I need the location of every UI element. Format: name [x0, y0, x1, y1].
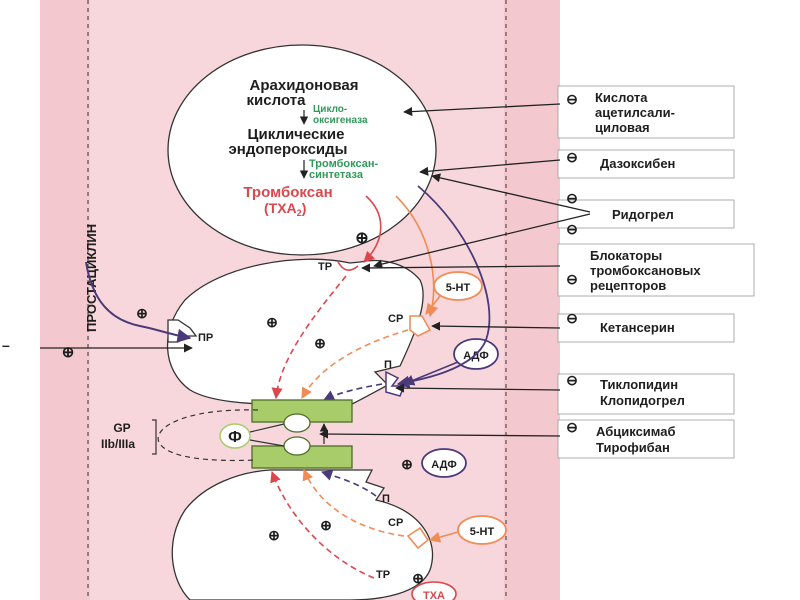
agonist-5ht-lower	[457, 515, 507, 545]
arrow-aspirin-to-cox	[403, 103, 561, 117]
plus-sign-5: ⊕	[401, 456, 413, 472]
cyclooxygenase-label: Цикло-	[313, 104, 347, 115]
svg-text:⊖: ⊖	[566, 190, 578, 206]
drug-box-ketanserin: ⊖ Кетансерин	[557, 310, 735, 343]
arrow-ticlopidine-to-p	[395, 383, 561, 393]
svg-text:⊖: ⊖	[566, 310, 578, 326]
arachidonic-acid-label-2: кислота	[247, 92, 307, 109]
svg-text:⊖: ⊖	[566, 91, 578, 107]
svg-text:циловая: циловая	[595, 120, 650, 135]
thromboxane-synthase-label: Тромбоксан-	[309, 158, 378, 170]
svg-text:ацетилсали-: ацетилсали-	[595, 105, 675, 120]
arrow-ridogrel-to-tp	[373, 213, 591, 269]
lower-p-dashed	[320, 469, 377, 497]
svg-text:⊖: ⊖	[566, 221, 578, 237]
synthase-to-p-arrow	[396, 185, 491, 389]
agonist-adp-lower	[421, 448, 467, 478]
fibrinogen-link-2	[249, 439, 285, 447]
thromboxane-synthase-label-2: синтетаза	[309, 169, 364, 181]
arrow-ridogrel-to-synthase	[431, 173, 591, 213]
lower-sr-dashed	[302, 468, 405, 537]
fibrinogen-bubble	[219, 423, 251, 449]
p-receptor-label: П	[384, 359, 392, 371]
svg-text:рецепторов: рецепторов	[590, 278, 666, 293]
gp-label: GP	[113, 421, 130, 435]
drug-box-ticlopidine: ⊖ Тиклопидин Клопидогрел	[557, 372, 735, 415]
svg-text:⊖: ⊖	[566, 419, 578, 435]
fibrinogen-ball-1	[283, 413, 311, 433]
gp-bracket-dashed	[157, 409, 259, 462]
p-receptor-lower-label: П	[382, 493, 390, 505]
arrow-dazoxiben-to-synthase	[419, 159, 561, 176]
drug-box-abciximab: ⊖ Абциксимаб Тирофибан	[557, 419, 735, 459]
svg-text:Кислота: Кислота	[595, 90, 648, 105]
agonist-5ht-label: 5-НТ	[446, 282, 471, 294]
tp-receptor-lower-label: ТР	[376, 569, 390, 581]
synthase-to-sr-arrow	[395, 195, 439, 318]
drug-box-aspirin: ⊖ Кислота ацетилсали- циловая	[557, 85, 735, 139]
sr-receptor-lower-label: СР	[388, 517, 403, 529]
sr-receptor-label: СР	[388, 313, 403, 325]
fibrinogen-ball-2	[283, 436, 311, 456]
plus-sign-8: ⊕	[412, 570, 424, 586]
svg-text:Кетансерин: Кетансерин	[600, 320, 675, 335]
svg-text:Ридогрел: Ридогрел	[612, 207, 674, 222]
tp-receptor-label: ТР	[318, 261, 332, 273]
svg-text:Блокаторы: Блокаторы	[590, 248, 662, 263]
plus-sign-7: ⊕	[320, 517, 332, 533]
plus-sign-6: ⊕	[268, 527, 280, 543]
endoperoxides-label-2: эндопероксиды	[229, 141, 348, 158]
svg-text:⊖: ⊖	[566, 149, 578, 165]
plus-sign-3: ⊕	[136, 305, 148, 321]
svg-text:Абциксимаб: Абциксимаб	[596, 424, 676, 439]
sr-receptor	[409, 315, 432, 337]
plus-sign-upper: ⊕	[355, 230, 368, 247]
agonist-txa2-lower	[411, 581, 457, 600]
txa2-to-tp-arrow	[363, 195, 382, 263]
endoperoxides-label: Циклические	[248, 126, 345, 143]
svg-text:Дазоксибен: Дазоксибен	[600, 156, 675, 171]
synthesis-circle	[167, 44, 437, 256]
agonist-5ht-lower-label: 5-НТ	[470, 526, 495, 538]
tp-receptor	[337, 261, 359, 271]
left-minus: –	[2, 337, 10, 353]
svg-text:Тиклопидин: Тиклопидин	[600, 377, 678, 392]
arrow-tpblock-to-tp	[361, 263, 561, 273]
svg-text:⊖: ⊖	[566, 372, 578, 388]
gp-label-2: IIb/IIIa	[101, 437, 135, 451]
drug-box-tp-blockers: ⊖ Блокаторы тромбоксановых рецепторов ⊖	[557, 221, 755, 297]
svg-text:Клопидогрел: Клопидогрел	[600, 393, 685, 408]
drug-box-ridogrel: ⊖ Ридогрел	[557, 190, 735, 229]
lower-tp-dashed	[270, 470, 375, 579]
gp-brace	[152, 419, 157, 455]
svg-text:⊖: ⊖	[566, 271, 578, 287]
arrow-5ht-lower	[428, 531, 459, 543]
arrow-ketanserin-to-sr	[431, 321, 561, 331]
svg-text:тромбоксановых: тромбоксановых	[590, 263, 701, 278]
prostacyclin-label: ПРОСТАЦИКЛИН	[84, 224, 99, 332]
cyclooxygenase-label-2: оксигеназа	[313, 115, 368, 126]
fibrinogen-link-1	[249, 423, 285, 433]
arrow-abciximab-to-gp	[319, 429, 561, 439]
plus-sign-4: ⊕	[62, 344, 75, 361]
prostacyclin-arrow	[85, 261, 192, 343]
txa2-label: (ТХА2)	[264, 200, 306, 218]
arachidonic-acid-label: Арахидоновая	[250, 77, 359, 94]
plus-sign-2: ⊕	[314, 335, 326, 351]
plus-sign-1: ⊕	[266, 314, 278, 330]
p-to-gp-dashed	[322, 383, 383, 401]
svg-text:Тирофибан: Тирофибан	[596, 440, 670, 455]
agonist-adp-lower-label: АДФ	[431, 459, 456, 471]
sr-receptor-lower	[406, 526, 430, 550]
pr-receptor-label: ПР	[198, 332, 213, 344]
agonist-txa2-lower-label: ТХА	[423, 590, 445, 600]
thromboxane-label: Тромбоксан	[243, 184, 332, 201]
drug-box-dazoxiben: ⊖ Дазоксибен	[557, 149, 735, 179]
fibrinogen-label: Ф	[228, 429, 242, 446]
